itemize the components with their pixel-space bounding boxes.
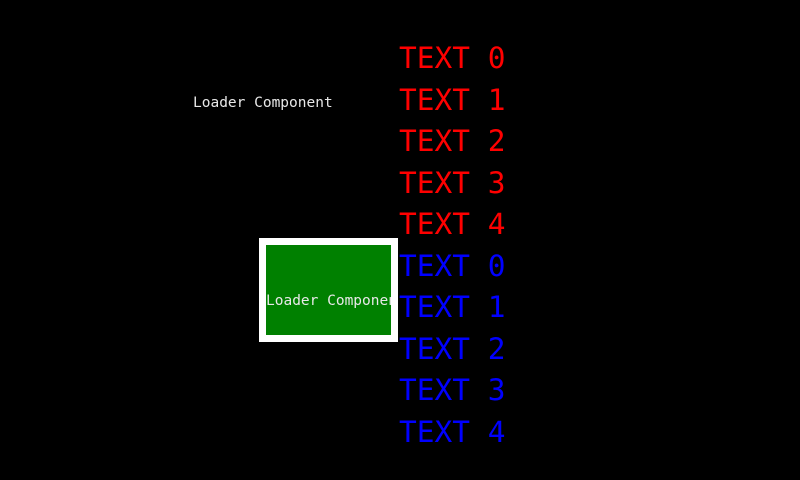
text-row: TEXT 4	[399, 414, 506, 449]
loader-component-box[interactable]: Loader Component	[259, 238, 398, 342]
text-row: TEXT 2	[399, 331, 506, 366]
text-list: TEXT 0 TEXT 1 TEXT 2 TEXT 3 TEXT 4 TEXT …	[399, 38, 759, 453]
text-row: TEXT 3	[399, 165, 506, 200]
text-row: TEXT 1	[399, 82, 506, 117]
text-row: TEXT 3	[399, 373, 506, 407]
text-row: TEXT 2	[399, 124, 506, 158]
text-row: TEXT 1	[399, 290, 506, 324]
text-row: TEXT 4	[399, 207, 506, 241]
loader-component-label: Loader Component	[193, 95, 333, 111]
text-row: TEXT 0	[399, 248, 506, 283]
text-row: TEXT 0	[399, 41, 506, 75]
loader-box-label: Loader Component	[266, 293, 398, 309]
